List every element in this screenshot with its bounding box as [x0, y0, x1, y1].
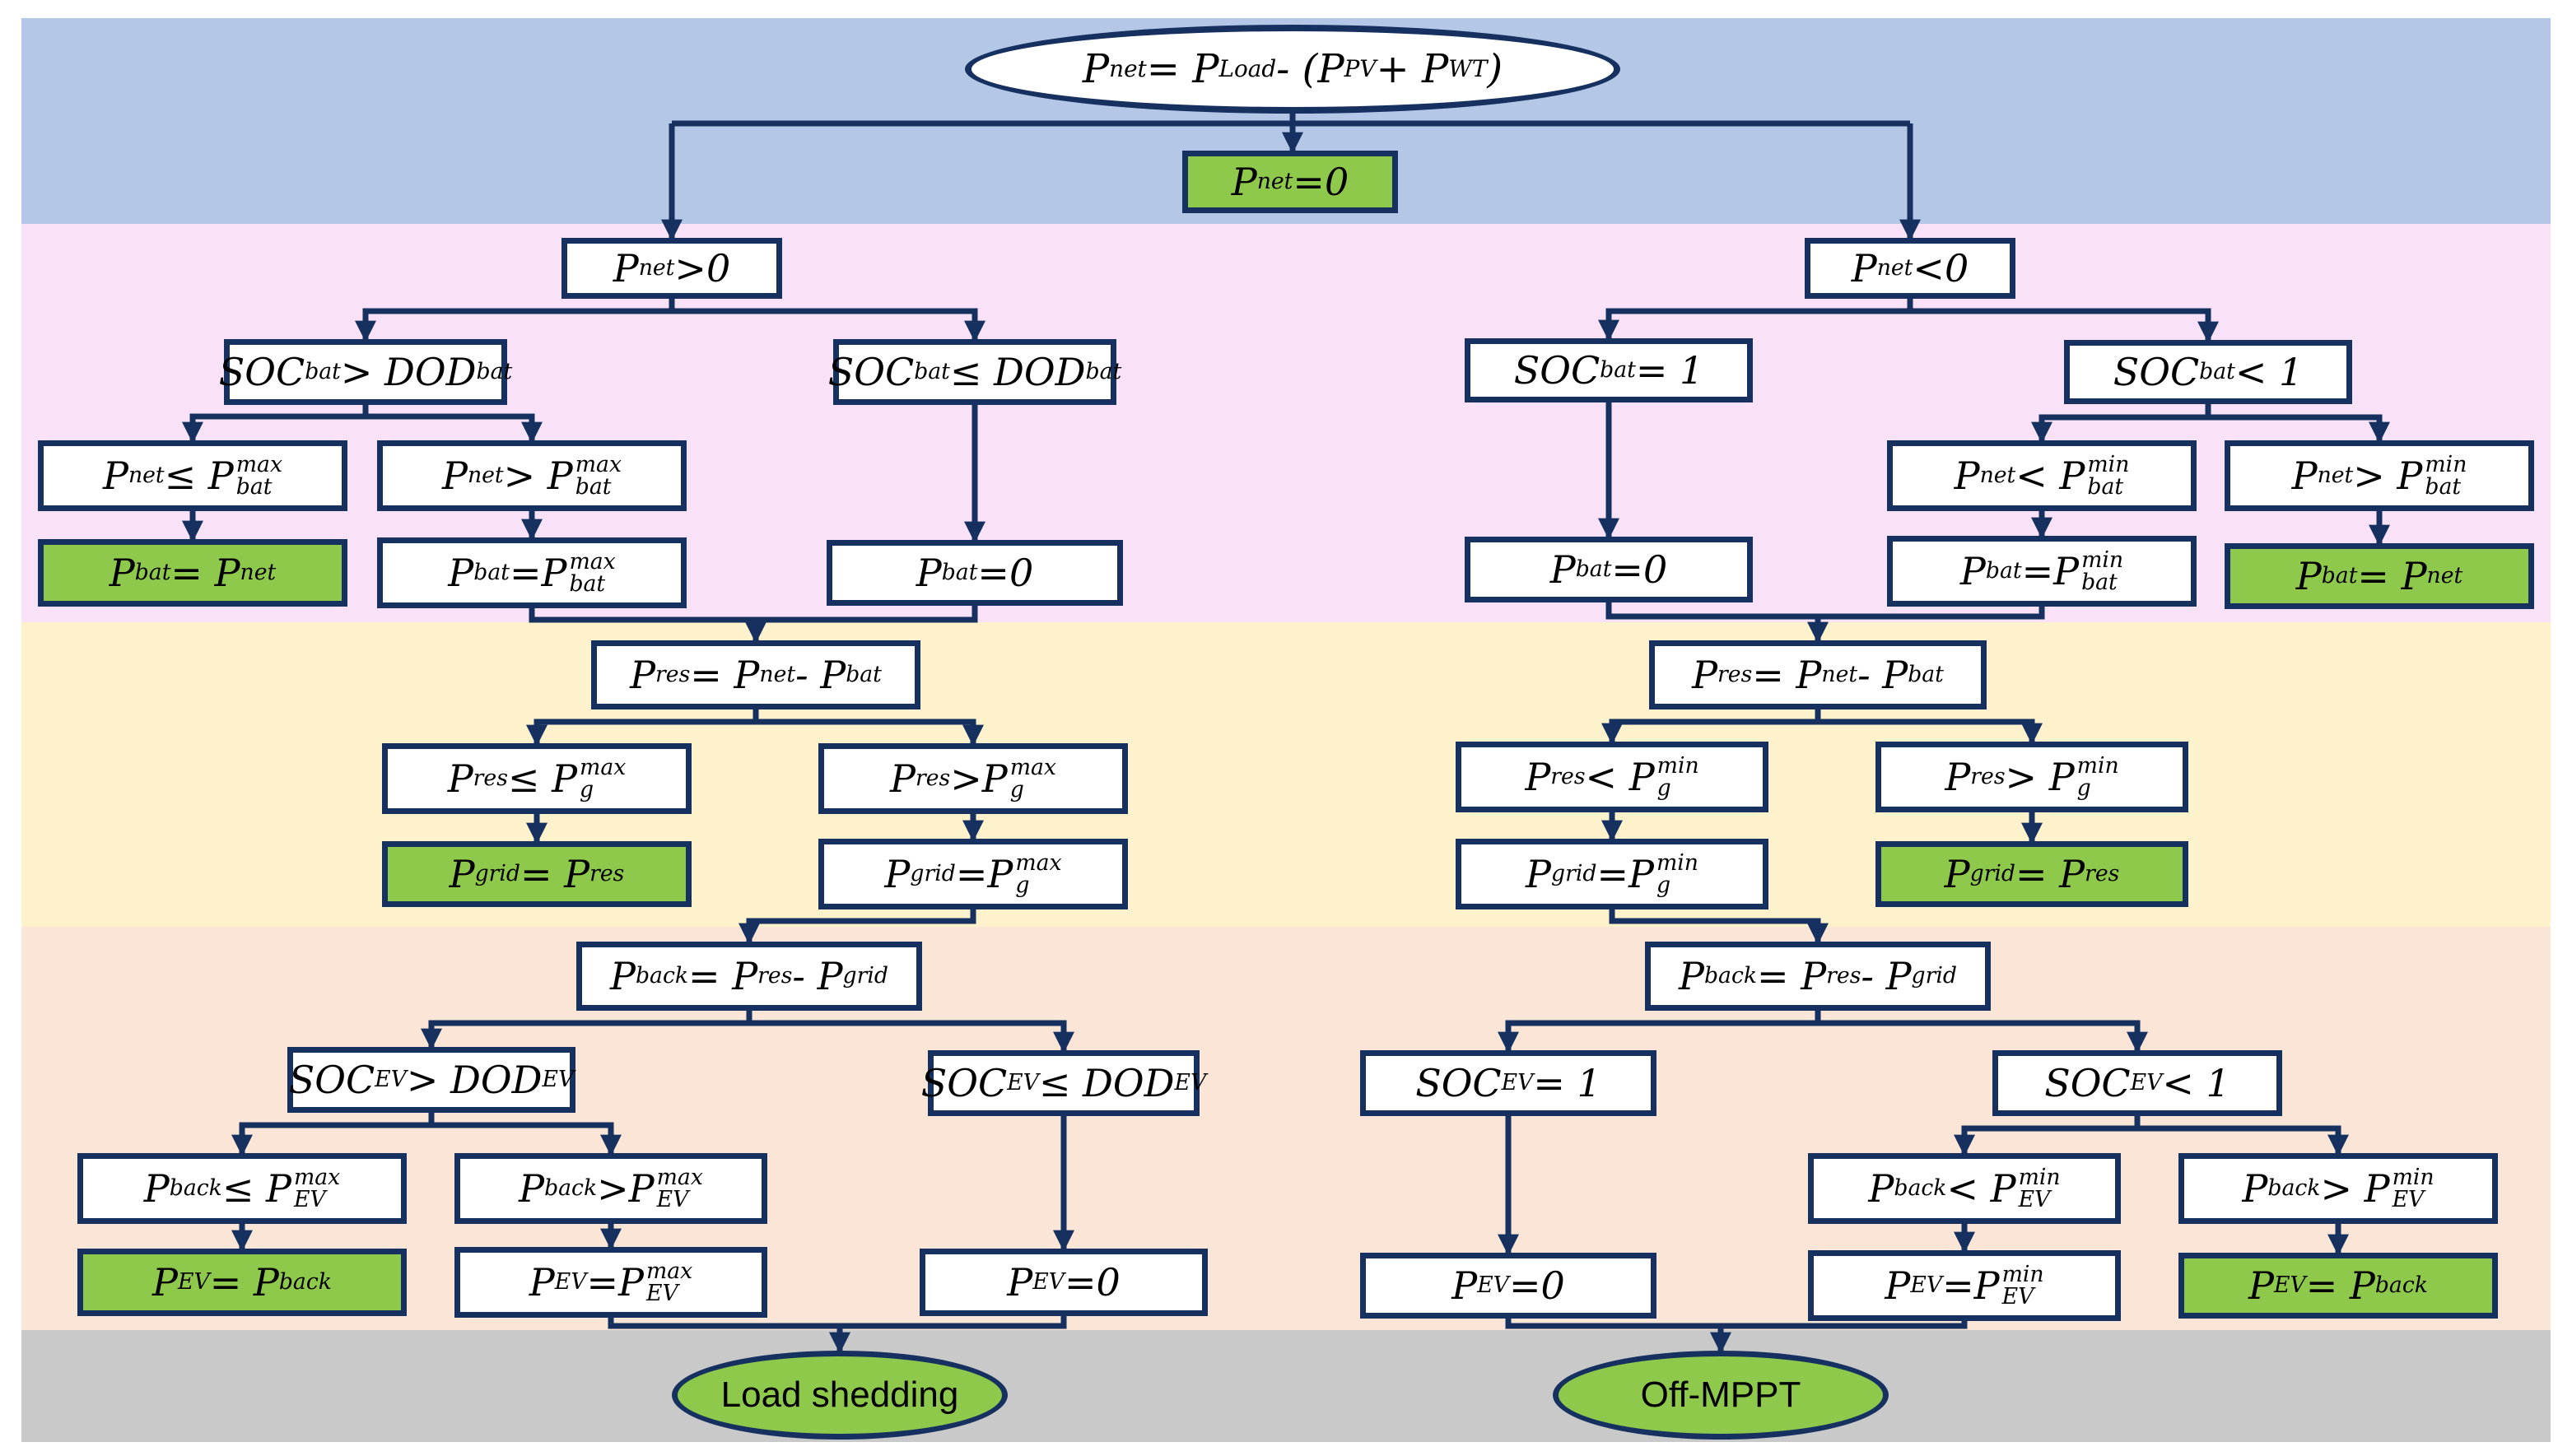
edge-48 [1505, 1319, 1968, 1329]
edge-26 [739, 909, 976, 945]
edge-32 [421, 1011, 752, 1050]
edge-27 [1601, 709, 1821, 745]
edge-17 [2205, 404, 2390, 444]
edge-20 [1605, 602, 2045, 620]
edge-44 [1954, 1116, 2141, 1156]
edge-34 [231, 1113, 435, 1156]
band-gray [21, 1330, 2551, 1442]
edge-35 [428, 1113, 622, 1156]
terminal-off-mppt: Off-MPPT [1553, 1351, 1889, 1440]
edge-6 [182, 405, 369, 444]
terminal-load-shedding: Load shedding [672, 1351, 1008, 1440]
edge-7 [362, 405, 543, 444]
edge-28 [1815, 709, 2043, 745]
edge-42 [1815, 1011, 2148, 1054]
edge-4 [355, 299, 675, 342]
edge-45 [2134, 1116, 2349, 1156]
edge-23 [752, 709, 984, 747]
edge-41 [1498, 1011, 1821, 1054]
edge-16 [2031, 404, 2211, 444]
edge-13 [1598, 299, 1913, 342]
edge-31 [1609, 909, 1829, 945]
edge-14 [1907, 299, 2219, 343]
edge-33 [746, 1011, 1074, 1054]
edge-22 [526, 709, 759, 747]
edge-5 [669, 299, 985, 342]
